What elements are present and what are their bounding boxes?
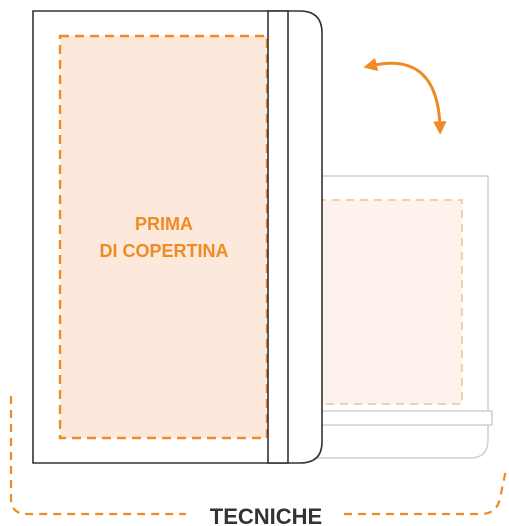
front-cover-label-line1: PRIMA: [135, 214, 193, 234]
back-cover-area: [317, 199, 463, 405]
bottom-bracket-left: [9, 396, 186, 516]
front-elastic-band: [267, 10, 289, 464]
back-elastic-band: [317, 410, 493, 426]
back-notebook: [317, 175, 493, 459]
front-cover-label-line2: DI COPERTINA: [99, 241, 228, 261]
bottom-label: TECNICHE: [210, 504, 322, 526]
front-notebook: PRIMA DI COPERTINA: [32, 10, 323, 464]
bottom-bracket-right: [344, 469, 508, 516]
curved-double-arrow-icon: [363, 57, 447, 135]
front-cover-area: [58, 34, 269, 440]
